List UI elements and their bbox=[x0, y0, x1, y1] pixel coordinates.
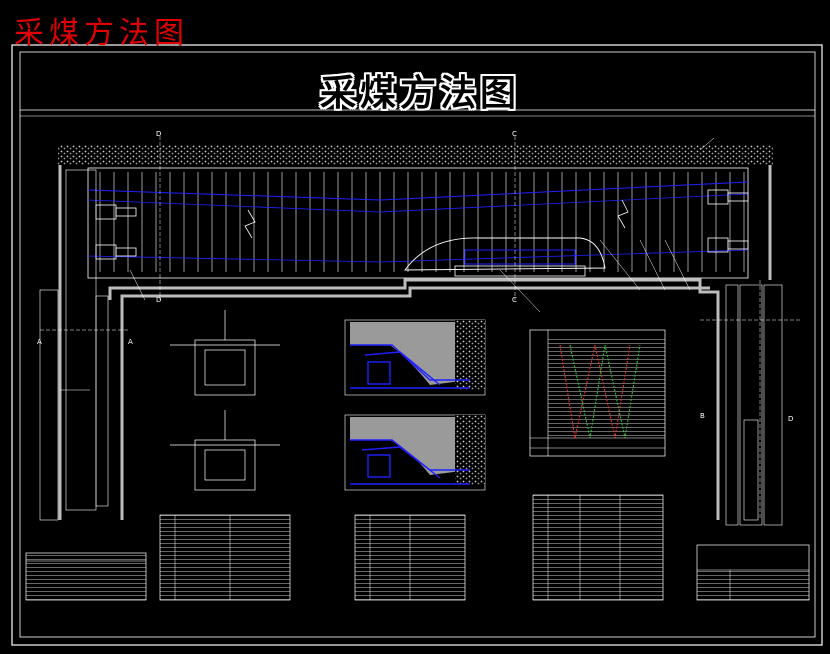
section-mark-d-right: D bbox=[788, 415, 794, 423]
section-mark-d-mid: D bbox=[156, 296, 162, 304]
section-mark-c-top: C bbox=[512, 130, 517, 138]
section-mark-a-left: A bbox=[37, 338, 42, 346]
table-equipment-2 bbox=[354, 514, 466, 601]
table-technical-params bbox=[532, 494, 664, 601]
section-mark-d-top: D bbox=[156, 130, 162, 138]
table-bottom-left bbox=[25, 552, 147, 601]
section-mark-a-right: A bbox=[128, 338, 133, 346]
support-profile-top bbox=[344, 319, 486, 396]
working-face-supports bbox=[40, 136, 800, 520]
table-equipment-1 bbox=[159, 514, 291, 601]
corner-title: 采煤方法图 bbox=[14, 16, 189, 51]
cycle-operation-diagram bbox=[529, 329, 666, 457]
title-block bbox=[696, 544, 810, 601]
right-roadway bbox=[725, 284, 783, 526]
section-mark-c-mid: C bbox=[512, 296, 517, 304]
support-profile-bottom bbox=[344, 414, 486, 491]
drawing-border bbox=[11, 44, 823, 646]
roadway-cross-sections bbox=[170, 310, 280, 491]
drawing-title-banner: 采煤方法图 bbox=[319, 73, 520, 114]
gob-rock-strip bbox=[58, 145, 773, 165]
left-roadway bbox=[39, 169, 109, 521]
section-mark-b-left: B bbox=[700, 412, 705, 420]
